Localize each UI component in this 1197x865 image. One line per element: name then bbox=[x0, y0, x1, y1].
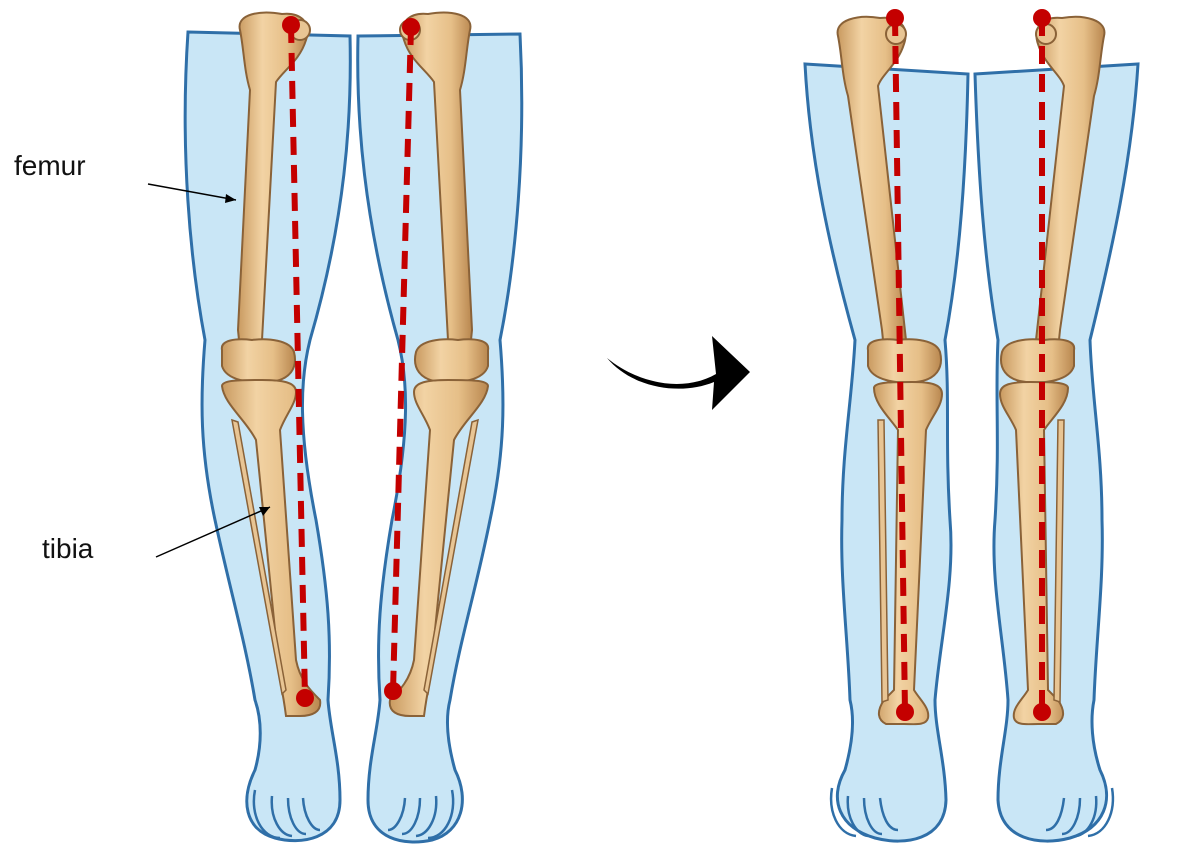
hip-point-right-before bbox=[402, 18, 420, 36]
hip-point-right-after bbox=[1033, 9, 1051, 27]
ankle-point-right-before bbox=[384, 682, 402, 700]
left-leg-skin-after bbox=[803, 62, 970, 843]
ankle-point-right-after bbox=[1033, 703, 1051, 721]
left-foot-toes-before bbox=[252, 789, 321, 840]
pointer-lines bbox=[147, 183, 271, 558]
left-tibia-after bbox=[872, 380, 944, 726]
ankle-point-left-before bbox=[296, 689, 314, 707]
right-foot-toes-after bbox=[1045, 787, 1115, 838]
hip-point-left-before bbox=[282, 16, 300, 34]
tibia-label: tibia bbox=[42, 533, 94, 564]
right-leg-skin-after bbox=[973, 62, 1140, 843]
right-foot-toes-before bbox=[387, 789, 455, 840]
left-femur-before bbox=[220, 11, 311, 384]
left-femur-after bbox=[836, 15, 942, 384]
femur-pointer bbox=[147, 183, 237, 201]
ankle-point-left-after bbox=[896, 703, 914, 721]
right-femur-after bbox=[1000, 15, 1106, 384]
axis-lines-before bbox=[282, 16, 420, 707]
left-tibia-before bbox=[220, 378, 322, 717]
panel-before bbox=[147, 11, 524, 844]
curved-arrow-icon bbox=[607, 336, 750, 410]
axis-lines-after bbox=[886, 9, 1051, 721]
tibia-pointer bbox=[155, 506, 271, 558]
left-foot-toes-after bbox=[829, 787, 899, 838]
hip-point-left-after bbox=[886, 9, 904, 27]
femur-label: femur bbox=[14, 150, 86, 181]
right-tibia-after bbox=[998, 380, 1070, 726]
panel-after bbox=[803, 9, 1140, 843]
